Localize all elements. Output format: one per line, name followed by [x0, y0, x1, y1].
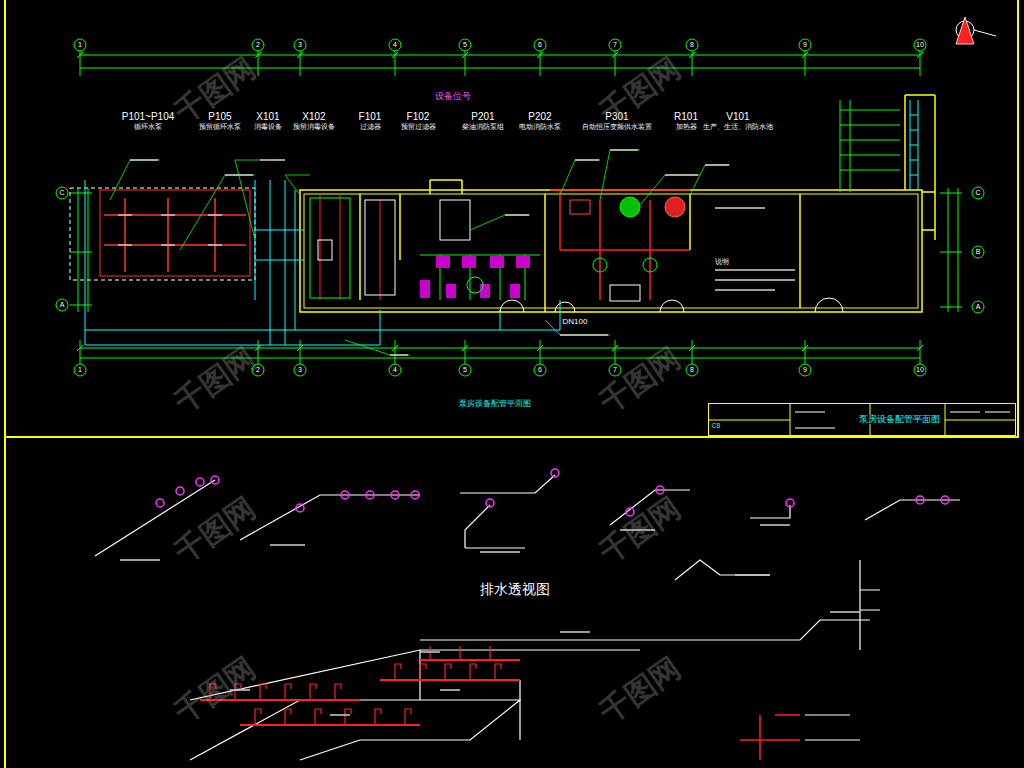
- equipment-name: 预留循环水泵: [198, 123, 242, 131]
- equipment-code: P101~P104: [121, 111, 176, 122]
- drawing-title: 泵房设备配管平面图: [859, 415, 940, 425]
- axis-number: 3: [297, 41, 303, 49]
- north-arrow: [956, 17, 996, 44]
- pipework: [85, 180, 690, 345]
- note-strokes: [130, 150, 795, 355]
- equipment-code: V101: [725, 111, 750, 122]
- sheet-frame: [5, 0, 1018, 768]
- axis-number: 7: [612, 366, 618, 374]
- equipment-name: 循环水泵: [133, 123, 163, 131]
- equipment-code: P201: [470, 111, 495, 122]
- pool-room: [70, 180, 255, 300]
- watermark: 千图网: [593, 490, 687, 570]
- axis-number: 10: [915, 366, 925, 374]
- equipment-name: 消毒设备: [253, 123, 283, 131]
- pipe-size: DN100: [562, 318, 589, 327]
- dimension-lines: [56, 39, 984, 376]
- axis-number: 5: [462, 41, 468, 49]
- equipment-name: 加热器: [675, 123, 698, 131]
- axis-number: 7: [612, 41, 618, 49]
- axis-number: 2: [255, 41, 261, 49]
- equipment-code: X101: [255, 111, 280, 122]
- equipment-name: 生产、生活、消防水池: [702, 123, 774, 131]
- building-walls: [300, 95, 935, 312]
- doors: [500, 298, 843, 312]
- stair-section: [840, 100, 918, 192]
- watermark: 千图网: [168, 650, 262, 730]
- equipment-code: R101: [673, 111, 699, 122]
- axis-letter: A: [59, 301, 66, 309]
- equipment-name: 过滤器: [359, 123, 382, 131]
- axis-number: 9: [802, 366, 808, 374]
- axis-letter: A: [975, 303, 982, 311]
- axis-number: 9: [802, 41, 808, 49]
- watermark: 千图网: [593, 650, 687, 730]
- table-heading: 设备位号: [434, 92, 472, 102]
- sheet-number: C8: [711, 422, 722, 430]
- axis-letter: C: [974, 189, 981, 197]
- leader-lines: [110, 150, 730, 355]
- axis-number: 8: [689, 41, 695, 49]
- equipment-name: 电动消防水泵: [518, 123, 562, 131]
- axis-number: 8: [689, 366, 695, 374]
- drainage-isometric: [95, 475, 960, 760]
- axis-number: 1: [77, 41, 83, 49]
- note-heading: 说明: [714, 258, 730, 266]
- watermark: 千图网: [593, 340, 687, 420]
- equipment-code: F101: [358, 111, 383, 122]
- equipment-code: P202: [527, 111, 552, 122]
- axis-letter: B: [975, 248, 982, 256]
- watermark: 千图网: [168, 340, 262, 420]
- axis-number: 4: [392, 366, 398, 374]
- title-block-lines: [708, 403, 1016, 436]
- axis-number: 6: [537, 41, 543, 49]
- drawing-caption: 泵房设备配管平面图: [458, 400, 532, 409]
- axis-letter: C: [58, 189, 65, 197]
- section-heading: 排水透视图: [479, 582, 551, 597]
- equipment-name: 柴油消防泵组: [461, 123, 505, 131]
- equipment-code: F102: [406, 111, 431, 122]
- title-block-strokes: [795, 412, 1010, 428]
- axis-number: 1: [77, 366, 83, 374]
- equipment-code: X102: [301, 111, 326, 122]
- axis-number: 3: [297, 366, 303, 374]
- equipment-symbols: [310, 197, 685, 301]
- title-block: 泵房设备配管平面图: [708, 403, 1016, 436]
- axis-number: 6: [537, 366, 543, 374]
- fixture-symbols: [156, 469, 949, 516]
- axis-number: 10: [915, 41, 925, 49]
- equipment-name: 预留过滤器: [400, 123, 437, 131]
- equipment-name: 预留消毒设备: [292, 123, 336, 131]
- axis-number: 5: [462, 366, 468, 374]
- axis-number: 4: [392, 41, 398, 49]
- watermark: 千图网: [168, 490, 262, 570]
